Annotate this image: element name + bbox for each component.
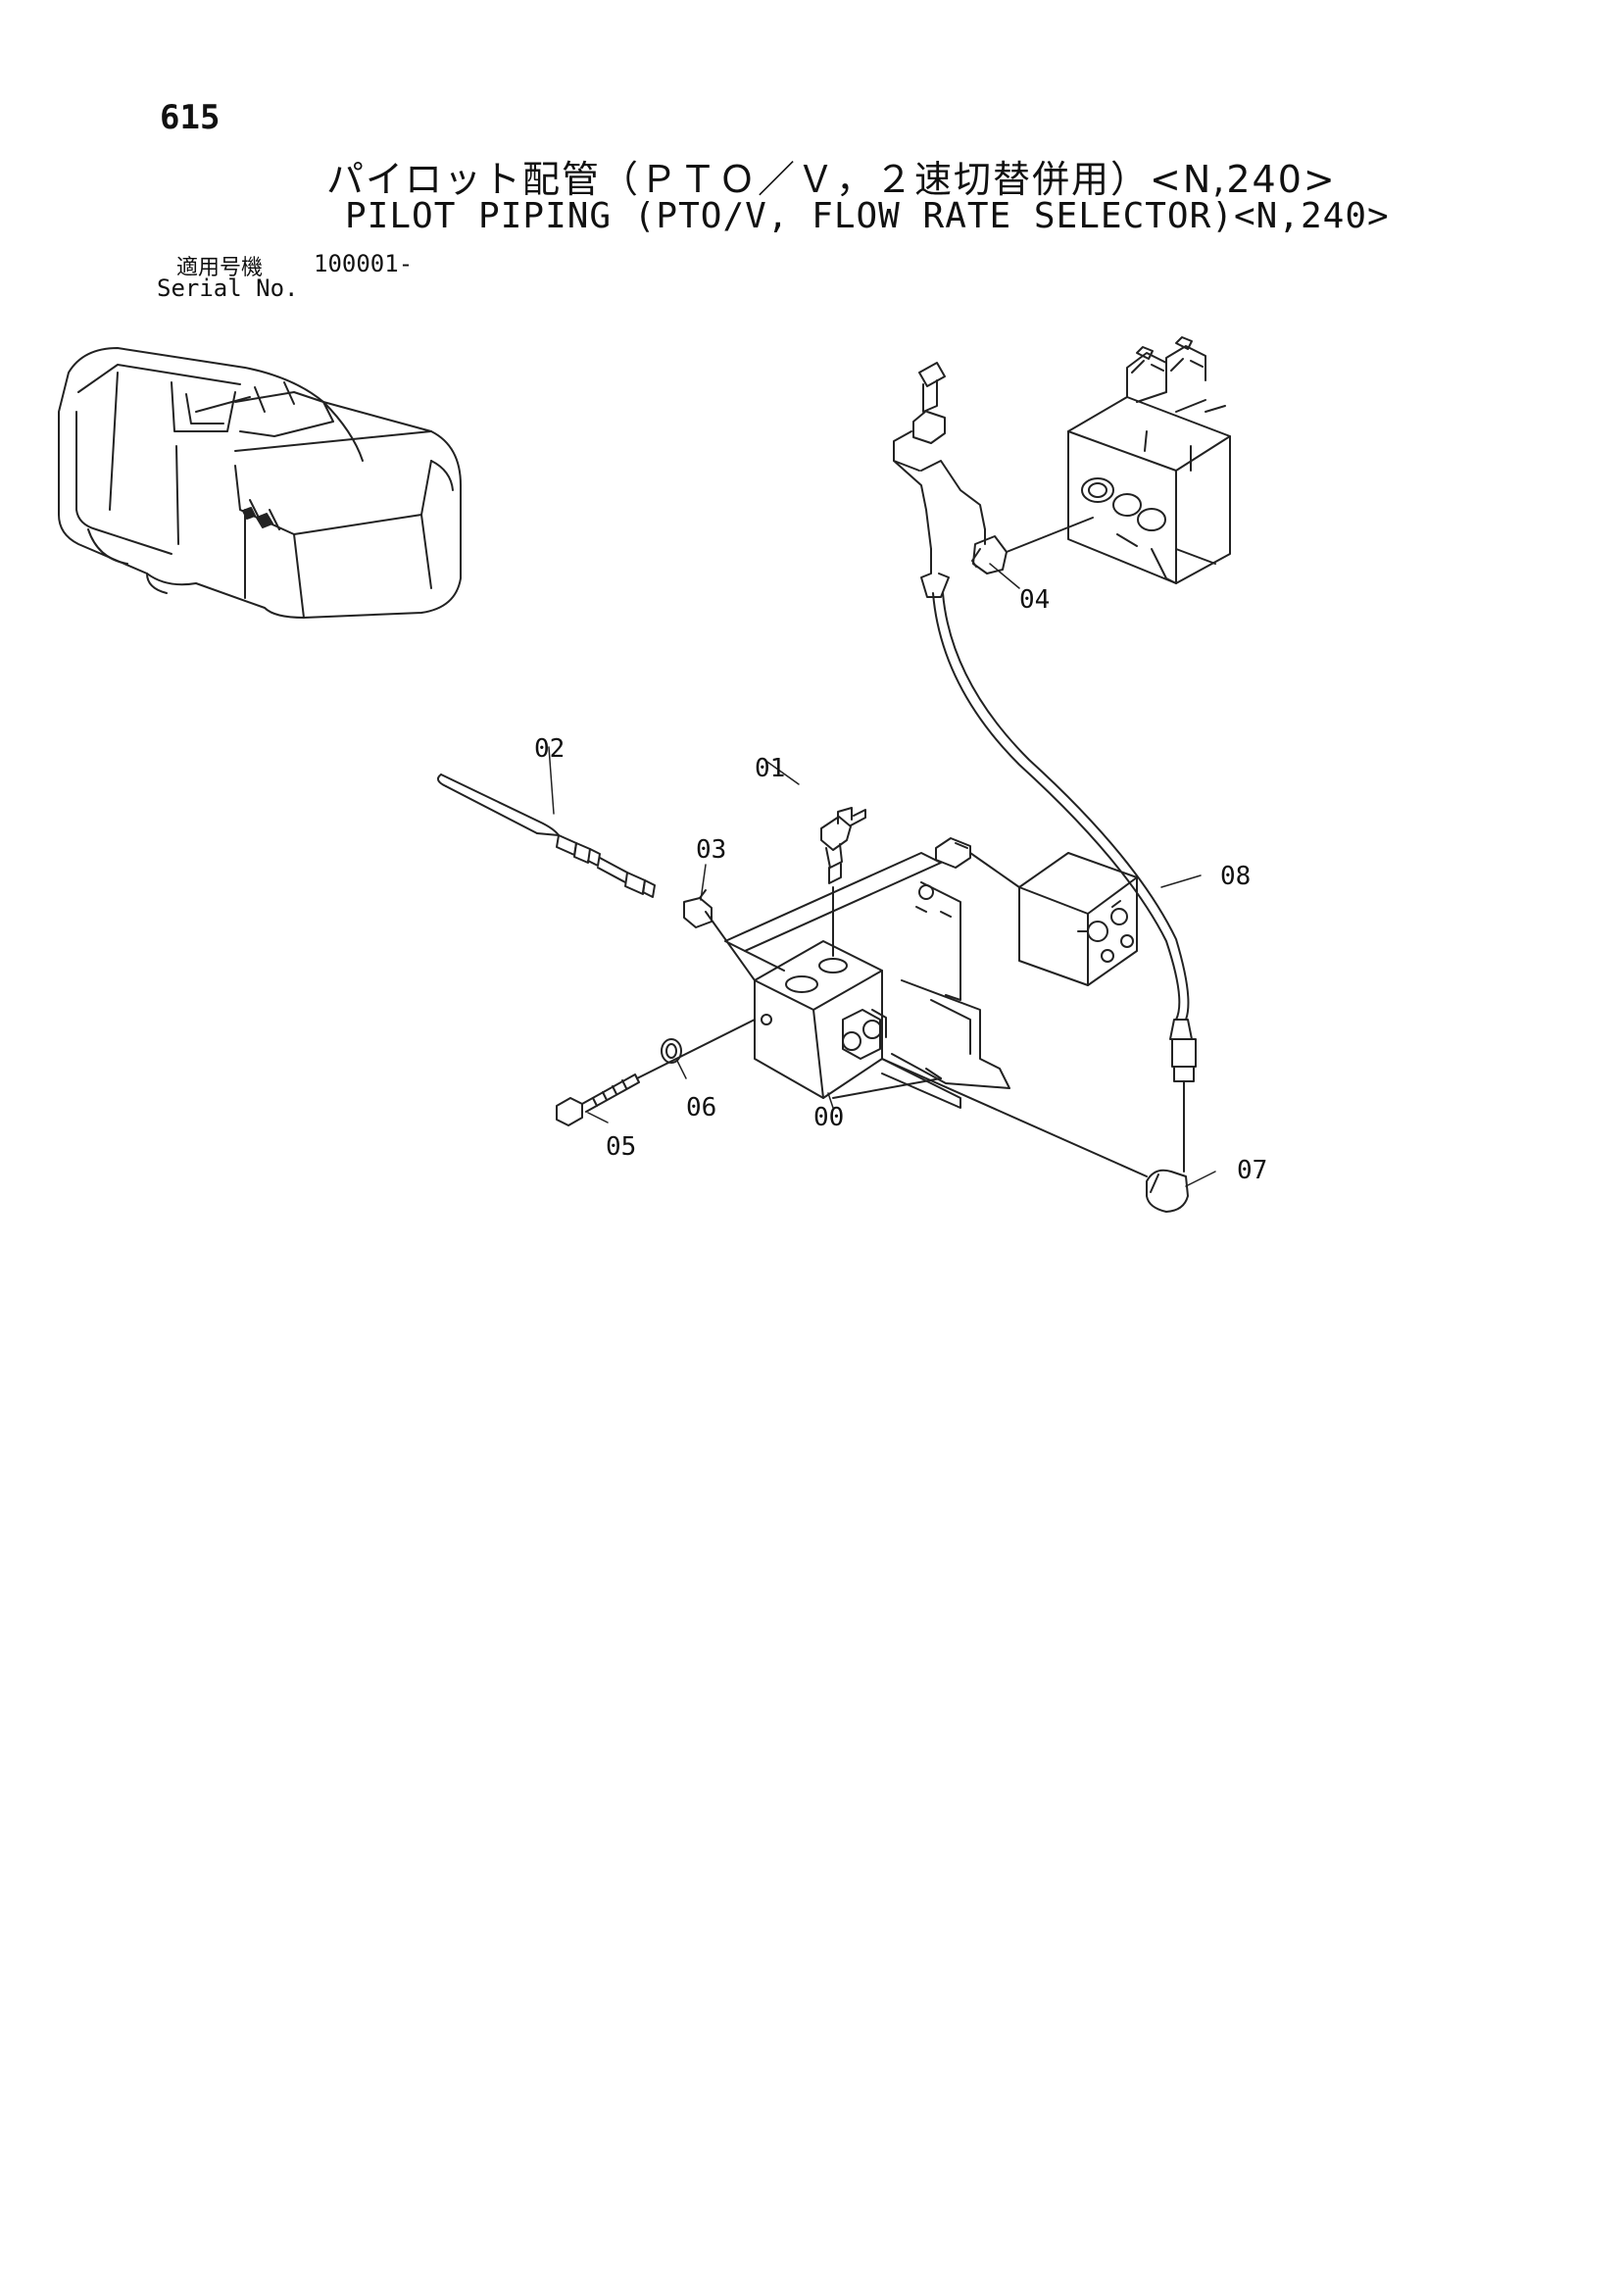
- excavator-locator-illustration: [58, 347, 462, 619]
- part-03-adapter: [683, 889, 756, 981]
- part-08-hose: [932, 592, 1197, 1173]
- auxiliary-valve-block: [1018, 852, 1138, 986]
- bracket-fitting: [935, 837, 1020, 888]
- part-07-elbow: [881, 1058, 1189, 1213]
- callout-04: 04: [1019, 585, 1050, 615]
- serial-label-english: Serial No.: [157, 275, 299, 302]
- callout-00: 00: [813, 1103, 844, 1132]
- callout-05: 05: [606, 1132, 636, 1162]
- part-04-elbow: [971, 517, 1094, 574]
- part-06-washer: [661, 1038, 682, 1064]
- callout-02: 02: [534, 734, 565, 764]
- upper-pilot-line: [893, 362, 986, 598]
- serial-label-japanese: 適用号機: [176, 256, 264, 280]
- page-number: 615: [160, 98, 221, 137]
- part-05-bolt: [556, 1019, 756, 1126]
- part-01-fitting: [820, 807, 866, 957]
- callout-06: 06: [686, 1093, 716, 1123]
- callout-07: 07: [1237, 1156, 1267, 1185]
- callout-03: 03: [696, 835, 726, 865]
- callout-08: 08: [1220, 862, 1251, 891]
- part-02-hose: [436, 774, 656, 898]
- valve-block: [754, 940, 887, 1099]
- page-title-japanese: パイロット配管（ＰＴＯ／Ｖ，２速切替併用）<N,240>: [326, 158, 1337, 201]
- part-callouts: 00 01 02 03 04 05 06 07 08: [534, 585, 1267, 1185]
- page-title-english: PILOT PIPING (PTO/V, FLOW RATE SELECTOR)…: [345, 196, 1390, 236]
- serial-number-value: 100001-: [314, 250, 414, 277]
- control-valve: [1067, 336, 1231, 584]
- leader-lines: [548, 563, 1216, 1187]
- callout-01: 01: [755, 754, 785, 783]
